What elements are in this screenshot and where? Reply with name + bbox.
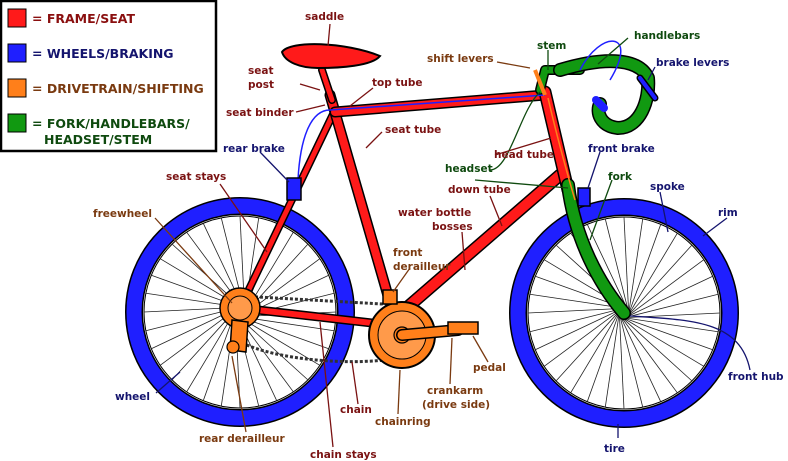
spoke xyxy=(625,244,693,318)
spoke xyxy=(620,316,713,351)
spoke xyxy=(555,308,623,382)
label-stem: stem xyxy=(537,40,566,52)
label-seat-post-1: seat xyxy=(248,65,273,77)
label-brake-levers: brake levers xyxy=(656,57,729,69)
spoke xyxy=(543,307,623,367)
label-crankarm-2: (drive side) xyxy=(422,399,490,411)
legend: = FRAME/SEAT = WHEELS/BRAKING = DRIVETRA… xyxy=(0,0,218,153)
saddle-shape xyxy=(280,43,382,70)
label-head-tube: head tube xyxy=(494,149,554,161)
spoke xyxy=(586,224,630,313)
fork-handlebars xyxy=(535,54,659,320)
label-wheel: wheel xyxy=(115,391,150,403)
label-tire: tire xyxy=(604,443,625,455)
legend-fork-text-1: = FORK/HANDLEBARS/ xyxy=(32,116,190,131)
label-front-hub: front hub xyxy=(728,371,784,383)
legend-swatch-wheels xyxy=(7,43,27,63)
spoke xyxy=(627,218,644,316)
drivetrain xyxy=(219,69,576,369)
spoke xyxy=(618,312,644,408)
front-brake-cable xyxy=(579,40,622,81)
labels: saddle seat post seat binder top tube se… xyxy=(93,11,784,461)
label-spoke: spoke xyxy=(650,181,685,193)
legend-drivetrain-text: = DRIVETRAIN/SHIFTING xyxy=(32,81,204,96)
label-down-tube: down tube xyxy=(448,184,511,196)
label-saddle: saddle xyxy=(305,11,344,23)
spoke xyxy=(624,275,713,319)
rear-brake-shape xyxy=(286,177,302,201)
spoke xyxy=(621,316,719,333)
legend-frame-text: = FRAME/SEAT xyxy=(32,11,135,26)
spoke xyxy=(535,307,624,351)
label-rim: rim xyxy=(718,207,738,219)
spoke xyxy=(619,314,693,382)
spoke xyxy=(618,314,678,394)
spoke xyxy=(618,313,662,402)
label-chain: chain xyxy=(340,404,372,416)
leader-lines xyxy=(154,23,751,448)
legend-swatch-fork xyxy=(7,113,27,133)
spoke xyxy=(604,310,621,408)
label-top-tube: top tube xyxy=(372,77,423,89)
label-pedal: pedal xyxy=(473,362,506,374)
label-seat-tube: seat tube xyxy=(385,124,441,136)
legend-swatch-frame xyxy=(7,8,27,28)
spoke xyxy=(619,315,705,367)
frame xyxy=(235,66,575,330)
spoke xyxy=(527,307,626,314)
spoke xyxy=(626,232,678,318)
label-rear-derailleur: rear derailleur xyxy=(199,433,286,445)
spoke xyxy=(627,224,662,317)
spoke xyxy=(586,309,621,402)
front-brake-shape xyxy=(577,187,591,207)
spoke xyxy=(570,308,622,394)
spoke xyxy=(623,216,630,315)
label-headset: headset xyxy=(445,163,493,175)
label-seat-binder: seat binder xyxy=(226,107,294,119)
spoke xyxy=(529,307,625,333)
legend-box xyxy=(0,0,218,153)
label-seat-post-2: post xyxy=(248,79,274,91)
label-shift-levers: shift levers xyxy=(427,53,494,65)
spoke xyxy=(618,311,625,410)
label-fork: fork xyxy=(608,171,633,183)
label-front-derailleur-1: front xyxy=(393,247,422,259)
spoke xyxy=(604,218,630,314)
label-chain-stays: chain stays xyxy=(310,449,377,461)
label-handlebars: handlebars xyxy=(634,30,700,42)
legend-fork-text-2: HEADSET/STEM xyxy=(44,132,152,147)
spoke xyxy=(625,259,705,319)
label-water-bottle-2: bosses xyxy=(432,221,473,233)
label-freewheel: freewheel xyxy=(93,208,152,220)
label-front-derailleur-2: derailleur xyxy=(393,261,451,273)
legend-wheels-text: = WHEELS/BRAKING xyxy=(32,46,174,61)
label-water-bottle-1: water bottle xyxy=(398,207,471,219)
label-seat-stays: seat stays xyxy=(166,171,226,183)
spoke xyxy=(623,293,719,319)
label-front-brake: front brake xyxy=(588,143,655,155)
label-crankarm-1: crankarm xyxy=(427,385,483,397)
legend-swatch-drivetrain xyxy=(7,78,27,98)
label-rear-brake: rear brake xyxy=(223,143,285,155)
label-chainring: chainring xyxy=(375,416,431,428)
rear-brake-cable xyxy=(297,94,546,181)
